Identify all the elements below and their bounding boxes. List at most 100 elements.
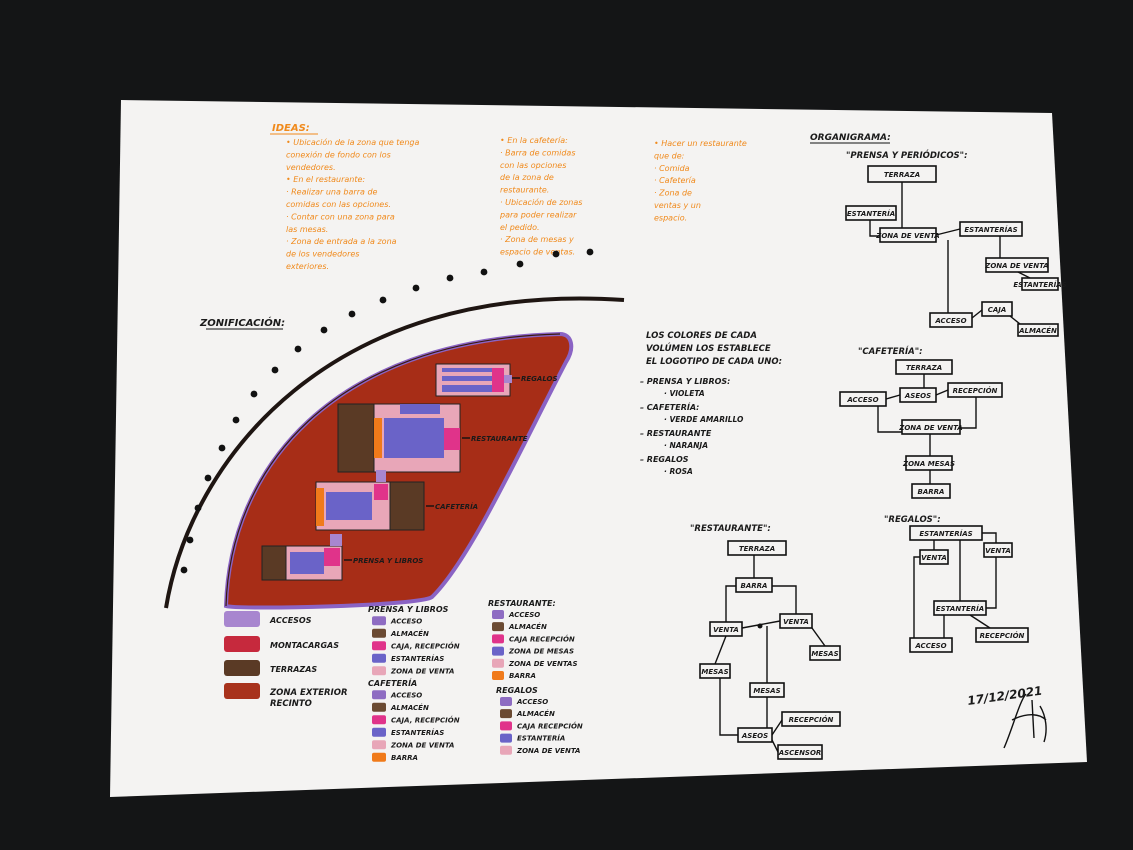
boundary-dot bbox=[412, 284, 420, 292]
legend-swatch bbox=[372, 641, 386, 651]
legend-label: ZONA DE VENTA bbox=[390, 667, 454, 675]
org-node-label: RECEPCIÓN bbox=[980, 631, 1025, 640]
legend-label: ESTANTERÍAS bbox=[391, 654, 444, 663]
note-line: para poder realizar bbox=[499, 210, 577, 219]
legend-label: BARRA bbox=[391, 754, 418, 762]
boundary-dot bbox=[320, 326, 328, 334]
org-regalos-title: "REGALOS": bbox=[884, 515, 941, 525]
boundary-dot bbox=[516, 260, 524, 268]
legend-title: CAFETERÍA bbox=[368, 677, 417, 688]
org-node bbox=[727, 540, 787, 556]
colors-note-color: · VIOLETA bbox=[664, 389, 705, 398]
ideas-col2: • En la cafetería: · Barra de comidas co… bbox=[499, 136, 582, 257]
note-line: conexión de fondo con los bbox=[286, 149, 391, 159]
org-node bbox=[911, 483, 951, 499]
block-cafeteria bbox=[315, 470, 425, 531]
note-line: las mesas. bbox=[286, 225, 328, 234]
org-node-label: MESAS bbox=[753, 687, 780, 695]
legend-swatch bbox=[492, 634, 504, 644]
colors-note-item: – CAFETERÍA: bbox=[640, 401, 699, 412]
boundary-dot bbox=[250, 390, 258, 398]
note-line: · Cafetería bbox=[654, 176, 696, 185]
org-dot bbox=[757, 623, 763, 629]
legend-label: ALMACÉN bbox=[390, 703, 429, 712]
org-node bbox=[1017, 323, 1059, 337]
org-node bbox=[901, 419, 961, 435]
note-line: · Comida bbox=[654, 164, 690, 173]
organigrama-title: ORGANIGRAMA: bbox=[810, 133, 891, 143]
org-prensa-title: "PRENSA Y PERIÓDICOS": bbox=[846, 149, 968, 161]
label-regalos: REGALOS bbox=[521, 375, 558, 383]
org-node-label: MESAS bbox=[701, 668, 728, 676]
org-node bbox=[975, 627, 1029, 643]
org-node-label: ASEOS bbox=[904, 392, 931, 400]
org-node-label: RECEPCIÓN bbox=[789, 715, 834, 724]
legend-label: ALMACÉN bbox=[390, 629, 429, 638]
boundary-dot bbox=[194, 504, 202, 512]
org-node-label: RECEPCIÓN bbox=[953, 386, 998, 395]
legend-swatch bbox=[372, 740, 386, 750]
note-line: que de: bbox=[654, 151, 685, 160]
colors-note-item: – REGALOS bbox=[640, 455, 689, 464]
boundary-dot bbox=[294, 345, 302, 353]
org-node-label: TERRAZA bbox=[884, 171, 920, 179]
note-line: · Barra de comidas bbox=[500, 148, 576, 157]
legend-swatch bbox=[492, 609, 504, 619]
legend-swatch bbox=[500, 696, 512, 706]
org-node bbox=[1021, 277, 1059, 291]
org-node-label: MESAS bbox=[811, 650, 838, 658]
boundary-dot bbox=[204, 474, 212, 482]
boundary-dot bbox=[552, 250, 560, 258]
legend-label: RECINTO bbox=[270, 699, 312, 709]
org-node bbox=[929, 312, 973, 328]
note-line: • En el restaurante: bbox=[286, 175, 365, 184]
legend-swatch bbox=[224, 611, 260, 627]
legend-title: REGALOS bbox=[496, 686, 538, 695]
boundary-dot bbox=[186, 536, 194, 544]
legend-swatch bbox=[372, 752, 386, 762]
note-line: · Zona de entrada a la zona bbox=[286, 237, 397, 246]
legend-label: CAJA, RECEPCIÓN bbox=[391, 641, 460, 650]
zonificacion-title: ZONIFICACIÓN: bbox=[199, 316, 285, 329]
org-node-label: VENTA bbox=[921, 554, 947, 562]
boundary-dot bbox=[218, 444, 226, 452]
org-node-label: ALMACÉN bbox=[1018, 326, 1057, 335]
boundary-dot bbox=[446, 274, 454, 282]
note-line: • En la cafetería: bbox=[500, 136, 568, 145]
org-restaurante-title: "RESTAURANTE": bbox=[690, 524, 771, 534]
legend-swatch bbox=[492, 658, 504, 668]
legend-label: ACCESOS bbox=[269, 616, 312, 625]
org-node-label: ESTANTERÍA bbox=[936, 604, 984, 613]
legend-label: CAJA RECEPCIÓN bbox=[517, 721, 583, 730]
note-line: comidas con las opciones. bbox=[286, 200, 391, 209]
block-regalos bbox=[435, 363, 512, 397]
boundary-dot bbox=[271, 366, 279, 374]
legend-label: ZONA DE VENTA bbox=[390, 741, 454, 749]
boundary-dot bbox=[180, 566, 188, 574]
note-line: · Contar con una zona para bbox=[286, 212, 395, 221]
legend-swatch bbox=[372, 616, 386, 626]
boundary-dot bbox=[348, 310, 356, 318]
legend-label: MONTACARGAS bbox=[270, 641, 339, 650]
plan-labels: REGALOS RESTAURANTE CAFETERÍA PRENSA Y L… bbox=[344, 375, 558, 565]
label-prensa: PRENSA Y LIBROS bbox=[353, 557, 423, 565]
legend-swatch bbox=[372, 702, 386, 712]
boundary-dot bbox=[480, 268, 488, 276]
block-restaurante bbox=[337, 403, 461, 473]
colors-note-item: – PRENSA Y LIBROS: bbox=[640, 377, 730, 386]
note-line: · Zona de bbox=[654, 189, 692, 198]
org-node-label: TERRAZA bbox=[739, 545, 775, 553]
legend-swatch bbox=[224, 660, 260, 676]
legend-label: ACCESO bbox=[390, 691, 422, 699]
org-node-label: VENTA bbox=[985, 547, 1011, 555]
legend-label: ALMACÉN bbox=[508, 622, 547, 631]
legend-label: CAJA RECEPCIÓN bbox=[509, 634, 575, 643]
legend-swatch bbox=[372, 727, 386, 737]
legend-swatch bbox=[500, 745, 512, 755]
boundary-dot bbox=[379, 296, 387, 304]
legend-label: CAJA, RECEPCIÓN bbox=[391, 715, 460, 724]
